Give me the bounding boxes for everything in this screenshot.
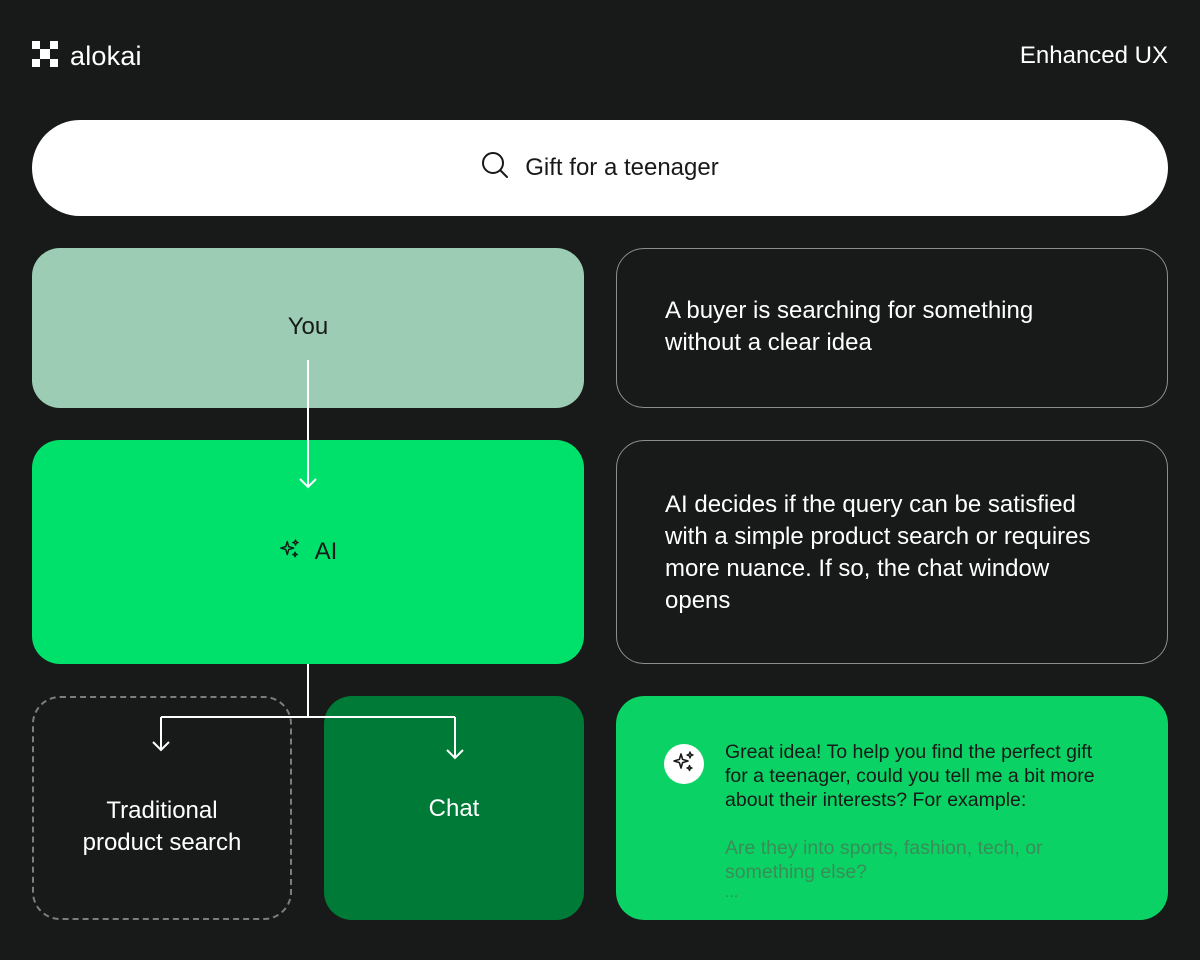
chat-preview-card: Great idea! To help you find the perfect… bbox=[616, 696, 1168, 920]
traditional-label-line2: product search bbox=[82, 829, 242, 856]
traditional-label-line1: Traditional bbox=[106, 797, 218, 824]
you-description: A buyer is searching for something witho… bbox=[616, 248, 1168, 408]
ai-desc-line3: more nuance. If so, the chat window bbox=[665, 555, 1050, 582]
message-line3: about their interests? For example: bbox=[725, 789, 1027, 811]
ai-description: AI decides if the query can be satisfied… bbox=[616, 440, 1168, 664]
ai-desc-line2: with a simple product search or requires bbox=[665, 523, 1091, 550]
ai-desc-line1: AI decides if the query can be satisfied bbox=[665, 491, 1076, 518]
message-line1: Great idea! To help you find the perfect… bbox=[725, 741, 1093, 763]
brand-name: alokai bbox=[70, 40, 142, 71]
message-line2: for a teenager, could you tell me a bit … bbox=[725, 765, 1095, 787]
you-desc-line2: without a clear idea bbox=[665, 329, 872, 356]
you-label: You bbox=[287, 313, 329, 340]
assistant-question: Are they into sports, fashion, tech, or … bbox=[725, 836, 1135, 884]
sparkles-icon bbox=[279, 538, 301, 567]
assistant-avatar bbox=[664, 744, 704, 784]
chat-label: Chat bbox=[428, 795, 480, 822]
ai-desc-line4: opens bbox=[665, 587, 731, 614]
alokai-logo-icon bbox=[32, 40, 58, 72]
header-label: Enhanced UX bbox=[1019, 42, 1168, 69]
search-bar[interactable]: Gift for a teenager bbox=[32, 120, 1168, 216]
brand-logo[interactable]: alokai bbox=[32, 40, 142, 72]
you-desc-line1: A buyer is searching for something bbox=[665, 297, 1034, 324]
assistant-message: Great idea! To help you find the perfect… bbox=[725, 740, 1135, 812]
traditional-search-node: Traditional product search bbox=[32, 696, 292, 920]
ai-label: AI bbox=[314, 538, 338, 565]
typing-ellipsis: ... bbox=[725, 884, 739, 901]
search-query: Gift for a teenager bbox=[525, 154, 719, 181]
question-line1: Are they into sports, fashion, tech, or bbox=[725, 837, 1043, 859]
question-line2: something else? bbox=[725, 861, 868, 883]
search-icon bbox=[481, 151, 509, 186]
sparkles-icon bbox=[672, 750, 696, 779]
